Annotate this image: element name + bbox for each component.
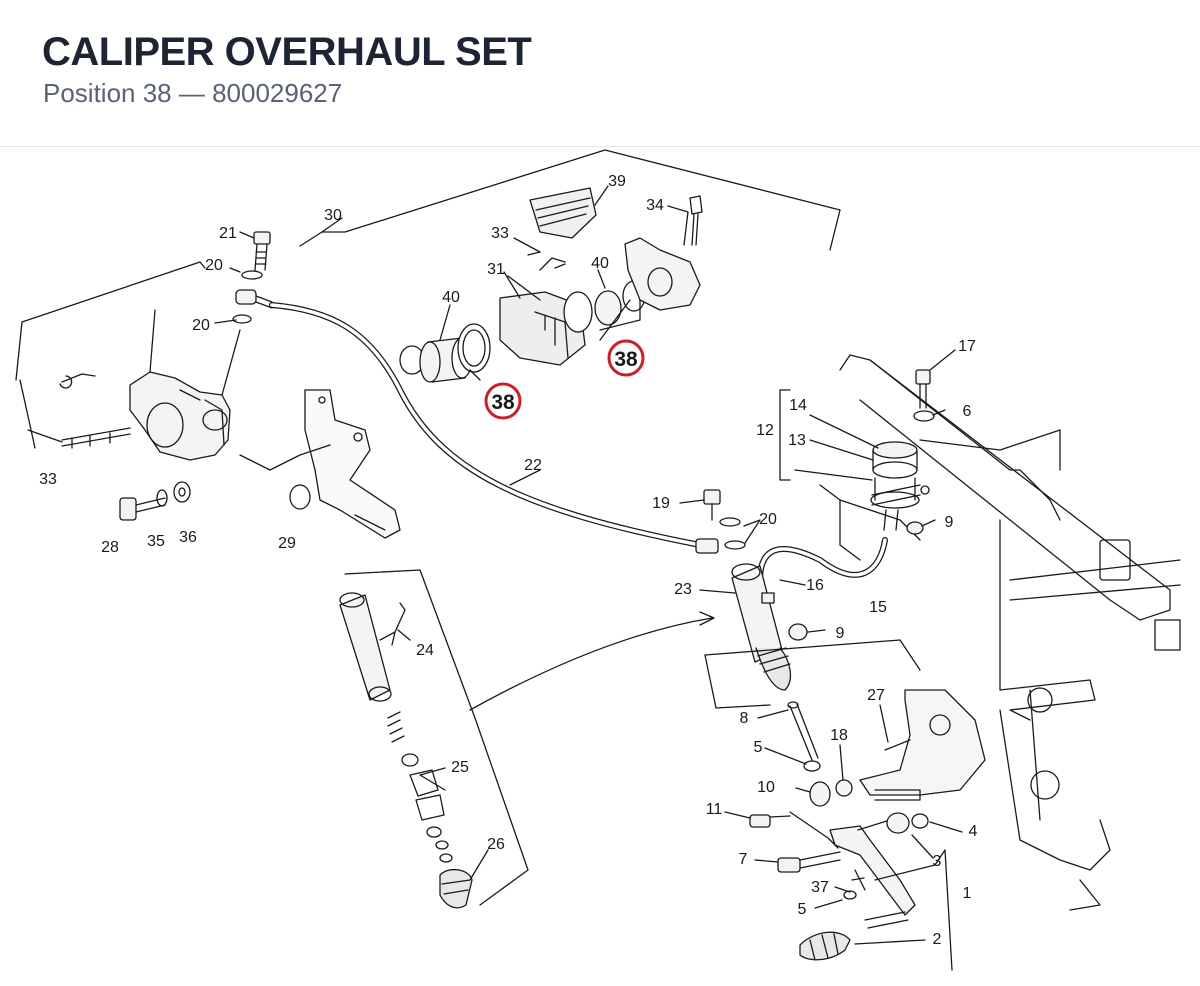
callout-10: 10 — [757, 779, 775, 796]
callout-12: 12 — [756, 422, 774, 439]
reservoir-drawing — [779, 389, 930, 535]
exploded-parts-diagram: 30 21 20 20 33 28 35 36 29 39 34 33 31 4… — [15, 149, 1181, 971]
highlight-38-label: 38 — [614, 348, 638, 371]
frame-drawing — [819, 354, 1181, 911]
callout-13: 13 — [788, 432, 806, 449]
callout-8: 8 — [740, 710, 749, 727]
mounting-bracket-drawing — [239, 389, 401, 539]
highlight-38-right[interactable]: 38 — [607, 339, 645, 377]
callout-14: 14 — [789, 397, 807, 414]
callout-20: 20 — [205, 257, 223, 274]
callout-39: 39 — [608, 173, 626, 190]
callout-16: 16 — [806, 577, 824, 594]
master-cylinder-exploded-drawing — [339, 569, 715, 909]
highlight-38-label: 38 — [491, 391, 515, 414]
callout-21: 21 — [219, 225, 237, 242]
callout-9: 9 — [836, 625, 845, 642]
callout-23: 23 — [674, 581, 692, 598]
callout-40: 40 — [591, 255, 609, 272]
callout-30: 30 — [324, 207, 342, 224]
callout-35: 35 — [147, 533, 165, 550]
rear-caliper-drawing — [27, 309, 231, 461]
callout-36: 36 — [179, 529, 197, 546]
callout-27: 27 — [867, 687, 885, 704]
callout-25: 25 — [451, 759, 469, 776]
callout-20: 20 — [192, 317, 210, 334]
page-title: CALIPER OVERHAUL SET — [42, 30, 532, 74]
callout-17: 17 — [958, 338, 976, 355]
callout-5: 5 — [754, 739, 763, 756]
callout-40: 40 — [442, 289, 460, 306]
callout-34: 34 — [646, 197, 664, 214]
callout-7: 7 — [739, 851, 748, 868]
callout-2: 2 — [933, 931, 942, 948]
highlight-38-left[interactable]: 38 — [484, 382, 522, 420]
bolt-washers-drawing — [119, 481, 191, 521]
callout-1: 1 — [963, 885, 972, 902]
callout-19: 19 — [652, 495, 670, 512]
callout-24: 24 — [416, 642, 434, 659]
pushrod-drawing — [787, 701, 853, 807]
header: CALIPER OVERHAUL SET Position 38 — 80002… — [0, 0, 1200, 147]
callout-3: 3 — [933, 853, 942, 870]
callout-26: 26 — [487, 836, 505, 853]
callout-29: 29 — [278, 535, 296, 552]
pads-pistons-seals-drawing — [399, 187, 703, 383]
callout-11: 11 — [706, 801, 723, 818]
callout-37: 37 — [811, 879, 829, 896]
callout-33: 33 — [39, 471, 57, 488]
brake-lever-drawing — [749, 811, 953, 971]
callout-33: 33 — [491, 225, 509, 242]
callout-4: 4 — [969, 823, 978, 840]
callout-6: 6 — [963, 403, 972, 420]
callout-18: 18 — [830, 727, 848, 744]
callout-20: 20 — [759, 511, 777, 528]
callout-22: 22 — [524, 457, 542, 474]
callout-28: 28 — [101, 539, 119, 556]
master-cylinder-drawing — [704, 563, 921, 709]
callout-9: 9 — [945, 514, 954, 531]
page-subtitle: Position 38 — 800029627 — [43, 78, 343, 108]
callout-31: 31 — [487, 261, 505, 278]
callout-15: 15 — [869, 599, 887, 616]
banjo-bolt-drawing — [221, 231, 273, 396]
callout-5: 5 — [798, 901, 807, 918]
